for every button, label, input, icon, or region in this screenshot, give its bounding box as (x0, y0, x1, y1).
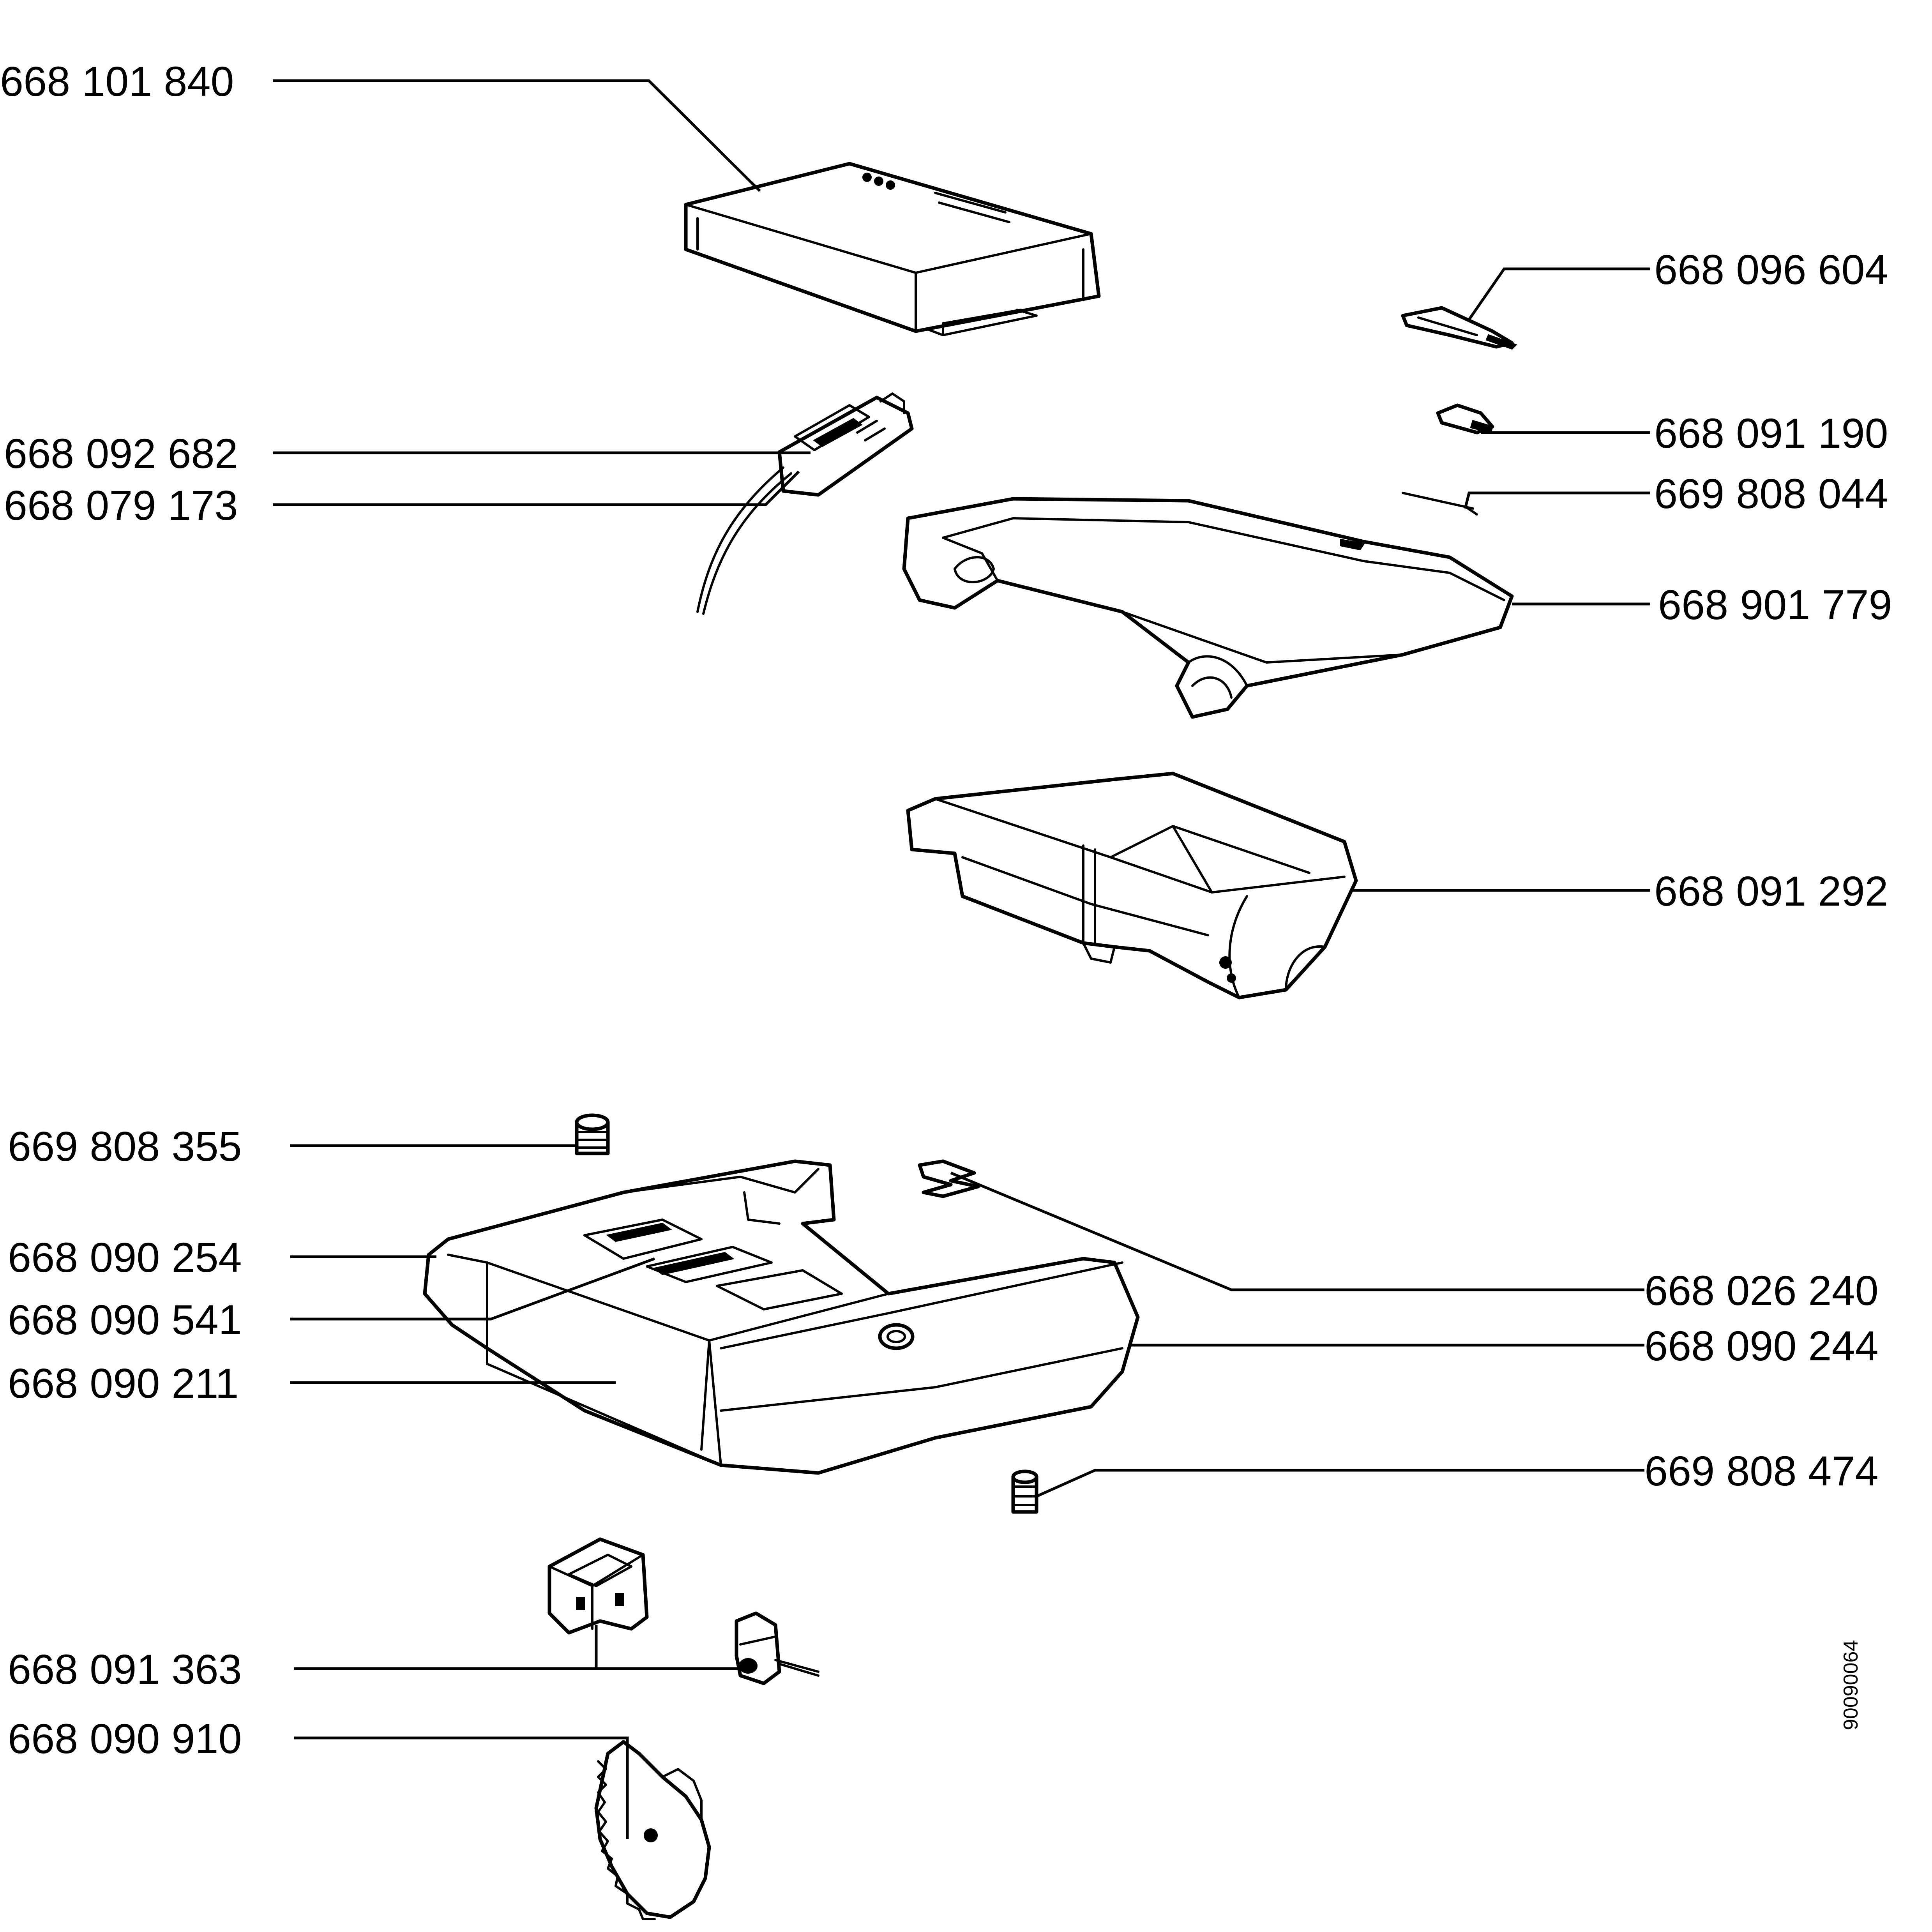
part-pin (1402, 492, 1478, 516)
part-gear-wheel (594, 1740, 711, 1920)
part-base-assembly (423, 1159, 1140, 1475)
label-part-669808355: 669 808 355 (8, 1123, 242, 1170)
leader-lines (273, 79, 1650, 1839)
part-handle (902, 497, 1514, 719)
label-part-668091292: 668 091 292 (1654, 867, 1888, 915)
label-part-668079173: 668 079 173 (4, 482, 238, 529)
label-part-668091363: 668 091 363 (8, 1646, 242, 1693)
label-part-669808474: 669 808 474 (1644, 1447, 1879, 1494)
label-part-668096604: 668 096 604 (1654, 246, 1888, 293)
label-part-668090910: 668 090 910 (8, 1715, 242, 1762)
label-part-669808044: 669 808 044 (1654, 470, 1888, 517)
label-part-668091190: 668 091 190 (1654, 410, 1888, 457)
part-spring-clip (918, 1159, 980, 1198)
label-part-668090244: 668 090 244 (1644, 1322, 1879, 1369)
part-sensor (735, 1611, 819, 1685)
label-part-668101840: 668 101 840 (0, 58, 234, 105)
part-clip (1401, 306, 1517, 350)
label-part-668090211: 668 090 211 (8, 1360, 239, 1407)
label-part-668026240: 668 026 240 (1644, 1267, 1879, 1314)
part-dispenser-tray (906, 772, 1358, 1000)
part-latch (1436, 403, 1494, 434)
label-part-668090254: 668 090 254 (8, 1234, 242, 1281)
part-screw-lower (1011, 1469, 1038, 1514)
label-part-668901779: 668 901 779 (1658, 581, 1892, 628)
part-screw-upper (575, 1113, 610, 1155)
label-part-668092682: 668 092 682 (4, 430, 238, 477)
part-switch-with-wire (696, 392, 914, 615)
label-part-668090541: 668 090 541 (8, 1296, 242, 1343)
drawing-number: 90090064 (1840, 1640, 1862, 1730)
part-bracket (547, 1537, 649, 1635)
part-cover-plate (684, 162, 1101, 336)
